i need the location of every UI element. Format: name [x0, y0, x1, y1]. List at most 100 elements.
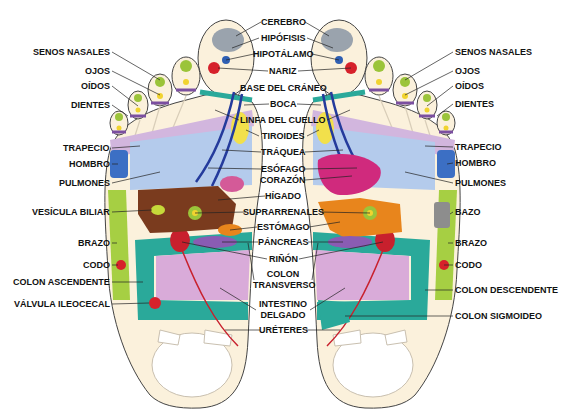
leader-line [112, 146, 140, 148]
organ-label: CEREBRO [261, 17, 306, 28]
organ-label: VÁLVULA ILEOCECAL [14, 299, 110, 310]
leader-line [305, 22, 329, 36]
leader-line [112, 172, 160, 183]
organ-label: BRAZO [455, 238, 487, 249]
leader-line [218, 68, 268, 71]
leader-line [345, 316, 453, 317]
organ-label: HÍGADO [265, 191, 301, 202]
leader-line [437, 104, 453, 116]
organ-label: COLON DESCENDENTE [455, 285, 558, 296]
leader-line [447, 163, 453, 164]
organ-label: COLON TRANSVERSO [253, 269, 313, 291]
leader-line [230, 227, 257, 230]
organ-label: OJOS [85, 66, 110, 77]
leader-line [425, 146, 453, 147]
leader-line [222, 150, 261, 152]
leader-line [112, 164, 118, 165]
organ-label: SENOS NASALES [455, 47, 532, 58]
organ-label: HIPOTÁLAMO [253, 49, 314, 60]
leader-line [305, 168, 357, 169]
leader-line [220, 288, 256, 310]
leader-line [312, 243, 318, 280]
leader-line [298, 68, 351, 71]
leader-line [195, 212, 246, 213]
leader-line [312, 54, 339, 60]
leader-line [306, 330, 340, 331]
leader-line [112, 86, 138, 106]
leader-line [208, 168, 261, 169]
organ-label: OJOS [455, 66, 480, 77]
organ-label: PÁNCREAS [258, 237, 309, 248]
leader-line [297, 104, 321, 105]
leader-line [246, 130, 259, 136]
organ-label: PULMONES [59, 178, 110, 189]
right-foot-organs [434, 202, 450, 228]
organ-label: OÍDOS [455, 81, 484, 92]
right-foot-organs [318, 300, 350, 330]
leader-line [448, 243, 453, 244]
left-foot [105, 20, 263, 408]
leader-line [310, 288, 345, 310]
leader-line [236, 22, 261, 36]
organ-label: VESÍCULA BILIAR [32, 207, 110, 218]
organ-label: TRÁQUEA [261, 147, 306, 158]
leader-line [308, 242, 343, 243]
leader-line [218, 196, 265, 200]
organ-label: ESÓFAGO [261, 164, 306, 175]
organ-label: TRAPECIO [455, 142, 502, 153]
leader-line [112, 52, 160, 80]
leader-line [215, 110, 239, 120]
leader-line [112, 282, 143, 283]
organ-label: BASE DEL CRÁNEO [240, 83, 327, 94]
left-foot-organs [220, 176, 244, 192]
organ-label: OÍDOS [81, 81, 110, 92]
leader-line [307, 38, 333, 48]
organ-label: SUPRARRENALES [243, 207, 324, 218]
leader-line [307, 130, 319, 136]
leader-line [182, 242, 267, 259]
organ-label: HOMBRO [455, 158, 496, 169]
leader-line [248, 243, 254, 280]
leader-line [112, 265, 118, 266]
leader-line [112, 210, 152, 212]
organ-label: BAZO [455, 207, 481, 218]
organ-label: SENOS NASALES [33, 47, 110, 58]
organ-label: BRAZO [78, 238, 110, 249]
leader-line [320, 212, 370, 213]
left-foot-organs [151, 205, 165, 215]
organ-label: TIROIDES [262, 131, 305, 142]
right-foot-organs [318, 198, 402, 238]
organ-label: DIENTES [455, 99, 494, 110]
left-foot-organs [138, 176, 244, 309]
leader-line [112, 22, 453, 330]
organ-label: TRAPECIO [63, 143, 110, 154]
leader-line [405, 172, 453, 183]
organ-label: RIÑÓN [269, 254, 298, 265]
organ-label: CODO [83, 260, 110, 271]
leader-line [450, 212, 453, 214]
leader-line [425, 290, 453, 291]
right-foot-organs [318, 154, 381, 195]
leader-line [112, 303, 149, 304]
leader-line [222, 242, 258, 243]
organ-label: CODO [455, 260, 482, 271]
right-foot [303, 20, 461, 408]
organ-label: URÉTERES [259, 325, 308, 336]
organ-label: LINFA DEL CUELLO [240, 115, 326, 126]
organ-label: COLON SIGMOIDEO [455, 311, 542, 322]
left-foot-organs [149, 297, 161, 309]
leader-line [225, 330, 260, 331]
organ-label: INTESTINO DELGADO [255, 299, 311, 321]
leader-line [299, 242, 383, 259]
leader-line [112, 105, 128, 116]
leader-line [327, 110, 350, 120]
organ-label: DIENTES [71, 100, 110, 111]
organ-label: NARIZ [269, 66, 297, 77]
leader-line [405, 52, 453, 80]
organ-label: ESTÓMAGO [257, 222, 310, 233]
leader-line [305, 150, 343, 152]
organ-label: COLON ASCENDENTE [13, 277, 110, 288]
leader-line [226, 54, 254, 60]
leader-line [427, 86, 453, 106]
